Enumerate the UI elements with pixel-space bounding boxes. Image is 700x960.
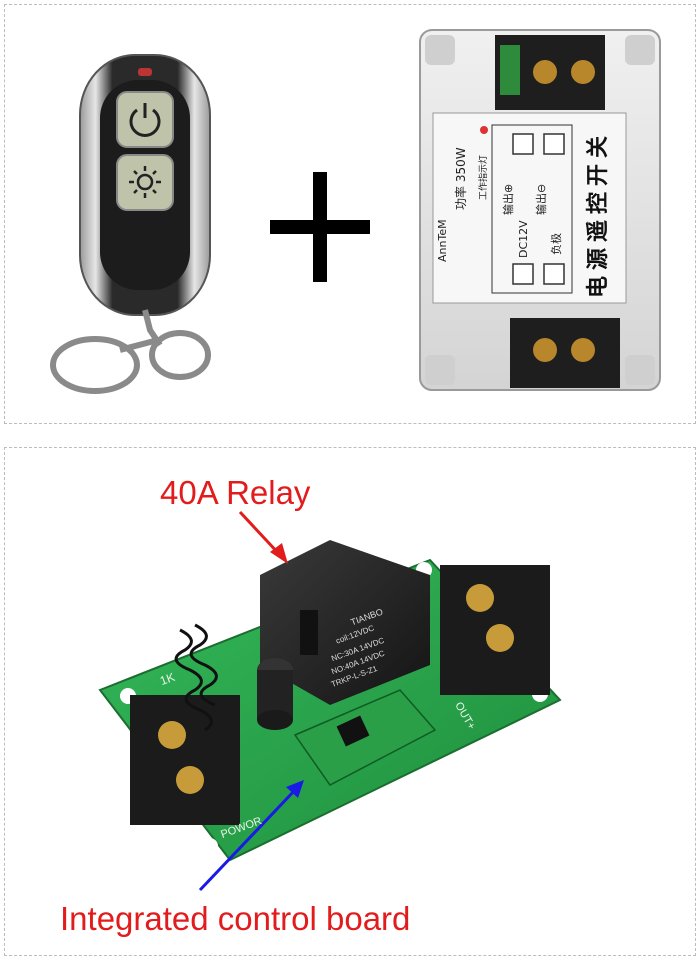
power-button-icon — [116, 91, 174, 148]
light-button-icon — [116, 154, 174, 211]
blue-arrow-icon — [198, 780, 304, 892]
capacitor — [257, 658, 293, 730]
red-arrow-icon — [238, 510, 288, 564]
left-terminal-block — [130, 695, 240, 825]
antenna-coil — [174, 623, 218, 732]
key-ring-icon — [50, 309, 211, 394]
relay-label: 40A Relay — [160, 474, 311, 511]
plus-icon — [270, 172, 370, 282]
device-power-text: 功率 350W — [454, 147, 468, 210]
remote-fob — [50, 54, 211, 394]
right-terminal-block — [440, 565, 550, 695]
device-title-cn: 电源遥控开关 — [586, 129, 611, 298]
device-indicator-text: 工作指示灯 — [479, 154, 489, 200]
switch-box — [419, 29, 661, 391]
pcb-board — [98, 540, 562, 862]
device-brand: AnnTeM — [436, 219, 449, 262]
device-load-text: 负极 — [550, 233, 563, 255]
relay-component — [260, 540, 430, 705]
device-output-pos: 输出⊕ — [502, 183, 515, 215]
device-dc-text: DC12V — [517, 220, 530, 258]
control-module — [293, 689, 437, 786]
device-output-neg: 输出⊖ — [535, 183, 548, 215]
control-board-label: Integrated control board — [60, 900, 411, 937]
